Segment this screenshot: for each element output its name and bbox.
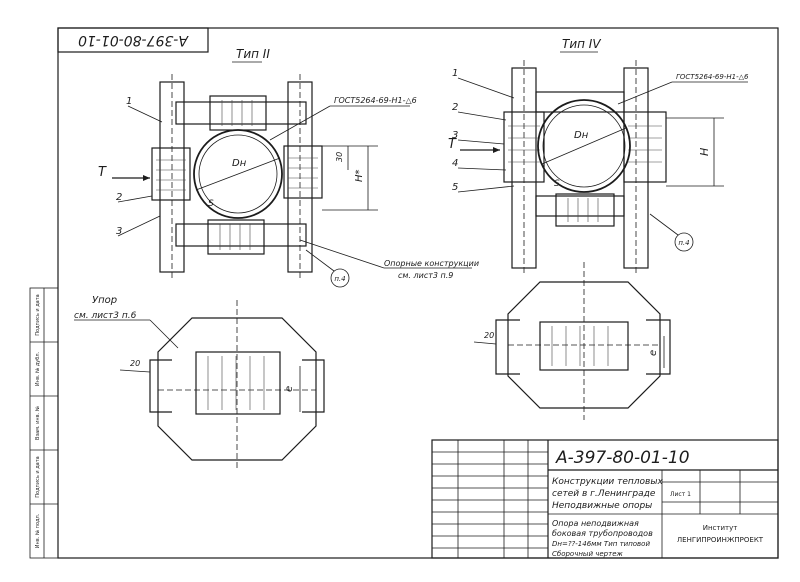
section-left-e: е — [284, 386, 295, 392]
side-stamp-row5: Инв. № подл. — [35, 513, 41, 548]
org-line2: ЛЕНГИПРОИНЖПРОЕКТ — [677, 536, 764, 544]
section-right-dim20: 20 — [484, 331, 494, 340]
type2-num1: 1 — [126, 96, 132, 107]
type2-t-label: T — [98, 165, 107, 180]
type2-num2: 2 — [116, 192, 122, 203]
type4-clamp-bottom — [555, 193, 615, 227]
type4-n4: п.4 — [678, 239, 689, 247]
type4-num2: 2 — [452, 102, 458, 113]
title-line2: сетей в г.Ленинграде — [552, 489, 656, 499]
type2-s-label: S — [208, 199, 214, 209]
section-left-dim20: 20 — [130, 359, 140, 368]
type4-num4: 4 — [452, 158, 458, 169]
section-left: Упор см. лист3 п.6 20 е — [74, 295, 325, 470]
section-right-e: е — [648, 350, 659, 356]
view-type4: Тип IV — [448, 37, 749, 276]
type2-dim30: 30 — [335, 152, 344, 162]
type4-clamp-right — [623, 111, 667, 183]
stop-line2: см. лист3 п.6 — [74, 311, 137, 321]
type2-support-line1: Опорные конструкции — [384, 259, 479, 268]
type2-clamp-top — [209, 95, 267, 131]
type4-t-label: T — [448, 137, 457, 152]
view-type2-title: Тип II — [236, 47, 270, 61]
type2-dn-label: Dн — [232, 158, 247, 169]
type2-n4: п.4 — [334, 275, 345, 283]
sheet-label: Лист 1 — [670, 491, 691, 498]
type4-gost-label: ГОСТ5264-69-Н1-△6 — [676, 73, 749, 81]
side-stamp: Подпись и дата Инв. № дубл. Взам. инв. №… — [29, 287, 59, 559]
side-stamp-row2: Инв. № дубл. — [35, 351, 41, 386]
type2-clamp-bottom — [207, 219, 265, 255]
type4-pipe — [537, 99, 631, 193]
side-stamp-row1: Подпись и дата — [35, 294, 41, 335]
type2-clamp-right — [283, 145, 323, 199]
desc-line3: Dн=??-146мм Тип типовой — [552, 540, 650, 548]
top-code-box: А-397-80-01-10 — [57, 27, 209, 53]
title-block: А-397-80-01-10 Конструкции тепловых сете… — [431, 439, 779, 559]
type2-pipe — [193, 129, 283, 219]
top-code-text: А-397-80-01-10 — [78, 32, 189, 48]
type4-h-label: H — [698, 148, 711, 156]
title-line3: Неподвижные опоры — [552, 501, 652, 511]
type4-s-label: S — [554, 179, 560, 189]
title-line1: Конструкции тепловых — [552, 477, 663, 487]
sheet-frame — [57, 27, 779, 559]
type2-gost-label: ГОСТ5264-69-Н1-△6 — [334, 96, 417, 105]
org-line1: Институт — [703, 524, 738, 532]
desc-line2: боковая трубопроводов — [552, 529, 653, 538]
view-type4-title: Тип IV — [562, 37, 601, 51]
view-type2: Тип II — [98, 47, 479, 288]
type4-dn-label: Dн — [574, 130, 589, 141]
type4-num5: 5 — [452, 182, 458, 193]
type4-num1: 1 — [452, 68, 458, 79]
type4-num3: 3 — [452, 130, 458, 141]
title-block-code: А-397-80-01-10 — [555, 448, 690, 468]
section-right: 20 е — [473, 262, 671, 420]
type2-support-line2: см. лист3 п.9 — [398, 271, 453, 280]
type2-clamp-left — [151, 147, 191, 201]
stop-line1: Упор — [92, 295, 117, 306]
side-stamp-row3: Взам. инв. № — [35, 405, 41, 440]
side-stamp-row4: Подпись и дата — [35, 456, 41, 497]
type4-clamp-left — [503, 111, 545, 183]
type2-num3: 3 — [116, 226, 122, 237]
type2-hstar-label: H* — [354, 169, 365, 182]
desc-line1: Опора неподвижная — [552, 519, 639, 528]
desc-line4: Сборочный чертеж — [552, 550, 623, 558]
